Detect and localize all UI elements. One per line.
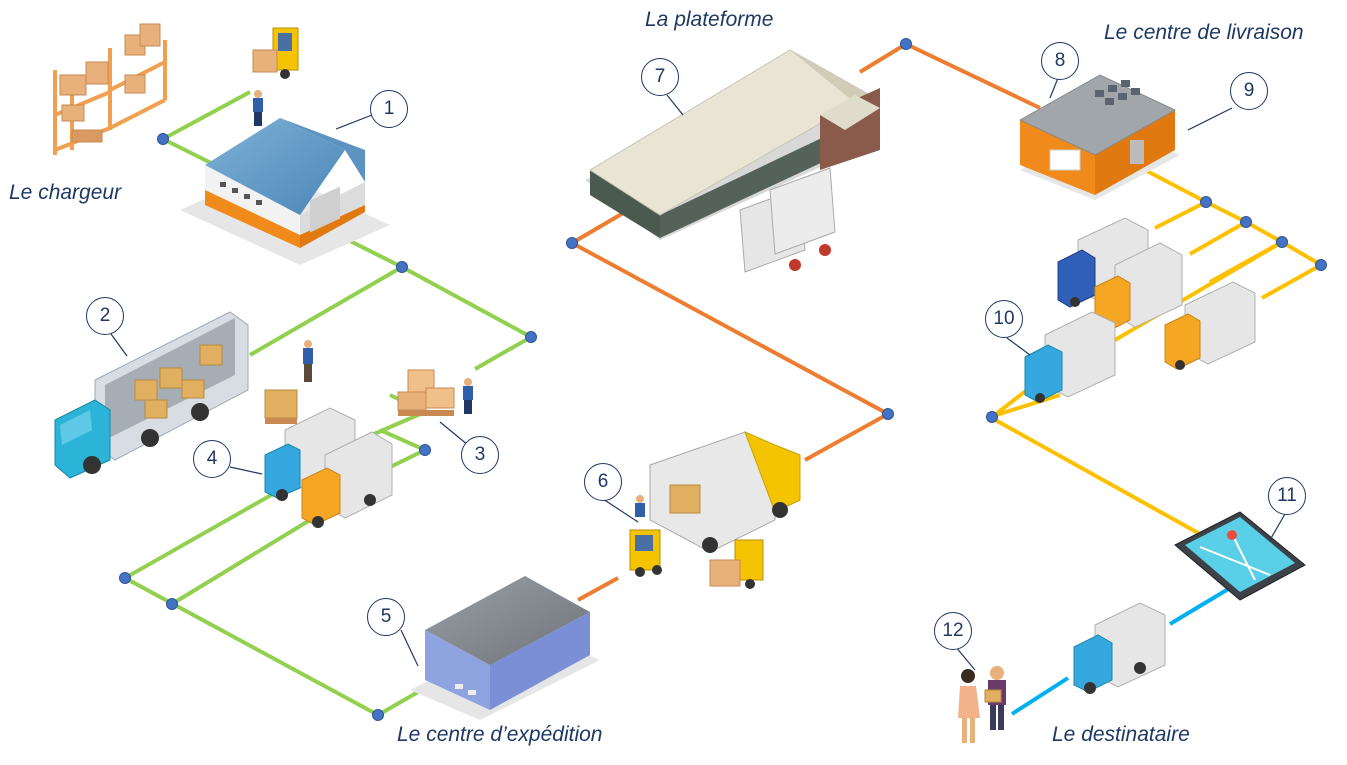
route-nodes	[119, 38, 1327, 721]
forklift-icon	[629, 529, 662, 577]
shipper-label: Le chargeur	[9, 181, 122, 204]
route-node	[525, 331, 537, 343]
step-badge-3: 3	[461, 436, 499, 474]
shipping-center-label: Le centre d’expédition	[397, 723, 603, 746]
shelf-icon	[53, 23, 167, 155]
box-truck-icon	[1164, 281, 1256, 370]
box-truck-icon	[1024, 311, 1116, 403]
route-node	[166, 598, 178, 610]
step-badge-6: 6	[584, 463, 622, 501]
route-node	[1276, 236, 1288, 248]
step-badge-4: 4	[193, 440, 231, 478]
warehouse-icon	[1018, 74, 1180, 200]
route-node	[566, 237, 578, 249]
route-node	[372, 709, 384, 721]
step-badge-7: 7	[641, 58, 679, 96]
route-node	[1315, 259, 1327, 271]
semi-truck-icon	[54, 311, 249, 479]
warehouse-icon	[585, 49, 880, 273]
pallet-icon	[397, 369, 455, 416]
worker-icon	[253, 90, 263, 126]
route-node	[157, 133, 169, 145]
pallet-icon	[264, 389, 298, 424]
step-badge-11: 11	[1268, 477, 1306, 515]
step-badge-8: 8	[1041, 42, 1079, 80]
callout-lines	[110, 77, 1286, 671]
box-truck-icon	[301, 431, 393, 528]
step-badge-12: 12	[934, 612, 972, 650]
route-node	[419, 444, 431, 456]
route-node	[1240, 216, 1252, 228]
delivery-center-label: Le centre de livraison	[1104, 21, 1304, 44]
warehouse-icon	[410, 576, 600, 720]
worker-icon	[463, 378, 473, 414]
box-truck-icon	[1073, 602, 1166, 694]
route-node	[900, 38, 912, 50]
recipient-label: Le destinataire	[1052, 723, 1190, 746]
worker-icon	[635, 495, 645, 517]
person-icon	[958, 669, 980, 743]
route-node	[882, 408, 894, 420]
route-node	[986, 411, 998, 423]
route-node	[1200, 196, 1212, 208]
platform-label: La plateforme	[645, 8, 774, 31]
step-badge-9: 9	[1230, 72, 1268, 110]
step-badge-1: 1	[370, 90, 408, 128]
route-node	[396, 261, 408, 273]
step-badge-10: 10	[985, 300, 1023, 338]
worker-icon	[303, 340, 313, 382]
warehouse-icon	[180, 118, 390, 265]
forklift-icon	[709, 539, 764, 589]
box-truck-icon	[1094, 242, 1183, 333]
forklift-icon	[252, 27, 299, 79]
route-node	[119, 572, 131, 584]
person-icon	[984, 666, 1006, 730]
step-badge-5: 5	[367, 598, 405, 636]
blue-route	[1010, 586, 1232, 716]
box-truck-icon	[649, 431, 801, 553]
step-badge-2: 2	[86, 297, 124, 335]
tablet-map-icon	[1174, 511, 1306, 601]
